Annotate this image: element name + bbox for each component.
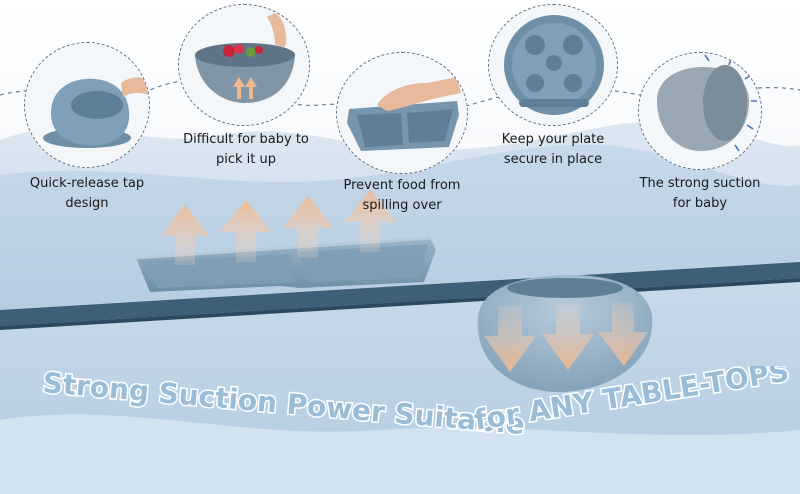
feature-line: secure in place (503, 152, 603, 167)
feature-label-quick-release: Quick-release tap design (22, 174, 152, 214)
feature-line: Quick-release tap (29, 176, 145, 191)
feature-line: for baby (672, 196, 728, 211)
feature-image-prevent-spill (336, 52, 468, 174)
feature-line: Keep your plate (501, 132, 605, 147)
headline-part-2: for ANY TABLE-TOPS (472, 366, 791, 437)
feature-line: Difficult for baby to (183, 132, 309, 147)
feature-line: spilling over (362, 198, 442, 213)
feature-line: Prevent food from (343, 178, 461, 193)
feature-label-prevent-spill: Prevent food from spilling over (330, 176, 474, 216)
feature-label-difficult-pickup: Difficult for baby to pick it up (176, 130, 316, 170)
feature-line: pick it up (215, 152, 276, 167)
feature-image-strong-suction (638, 52, 762, 170)
feature-image-keep-secure (488, 4, 618, 126)
headline-part-1: Strong Suction Power Suitable (41, 366, 526, 441)
feature-image-difficult-pickup (178, 4, 310, 126)
feature-label-strong-suction: The strong suction for baby (632, 174, 768, 214)
headline: Strong Suction Power Suitable for ANY TA… (36, 353, 796, 476)
feature-label-keep-secure: Keep your plate secure in place (488, 130, 618, 170)
feature-line: The strong suction (639, 176, 761, 191)
feature-image-quick-release (24, 42, 150, 168)
feature-line: design (65, 196, 109, 211)
